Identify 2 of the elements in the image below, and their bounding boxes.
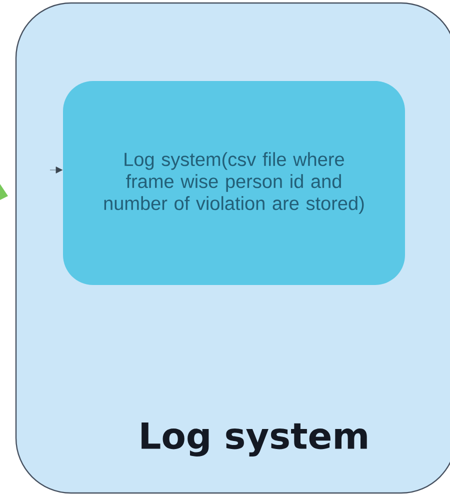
arrow bbox=[50, 166, 63, 174]
process-box: Log system(csv file where frame wise person id and number of violation are stored) bbox=[63, 81, 405, 285]
